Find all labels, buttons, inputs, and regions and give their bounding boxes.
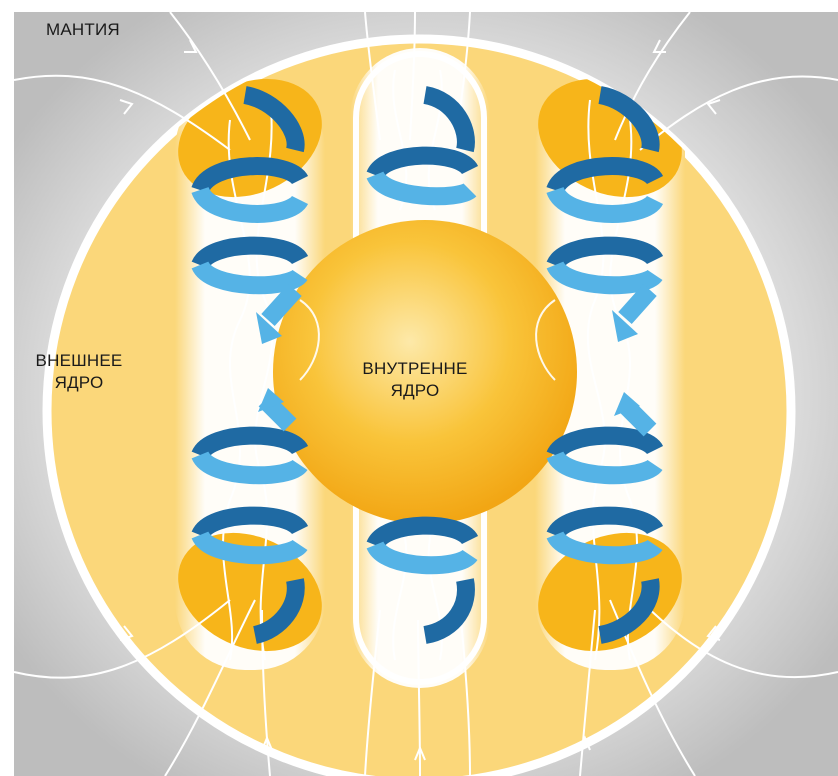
mantle-label: МАНТИЯ bbox=[46, 19, 120, 41]
inner-core-label-line2: ЯДРО bbox=[340, 380, 490, 402]
inner-core-label-line1: ВНУТРЕННЕ bbox=[340, 358, 490, 380]
inner-core-label: ВНУТРЕННЕ ЯДРО bbox=[340, 358, 490, 402]
outer-core-label-line2: ЯДРО bbox=[14, 372, 144, 394]
outer-core-label: ВНЕШНЕЕ ЯДРО bbox=[14, 350, 144, 394]
outer-core-label-line1: ВНЕШНЕЕ bbox=[14, 350, 144, 372]
